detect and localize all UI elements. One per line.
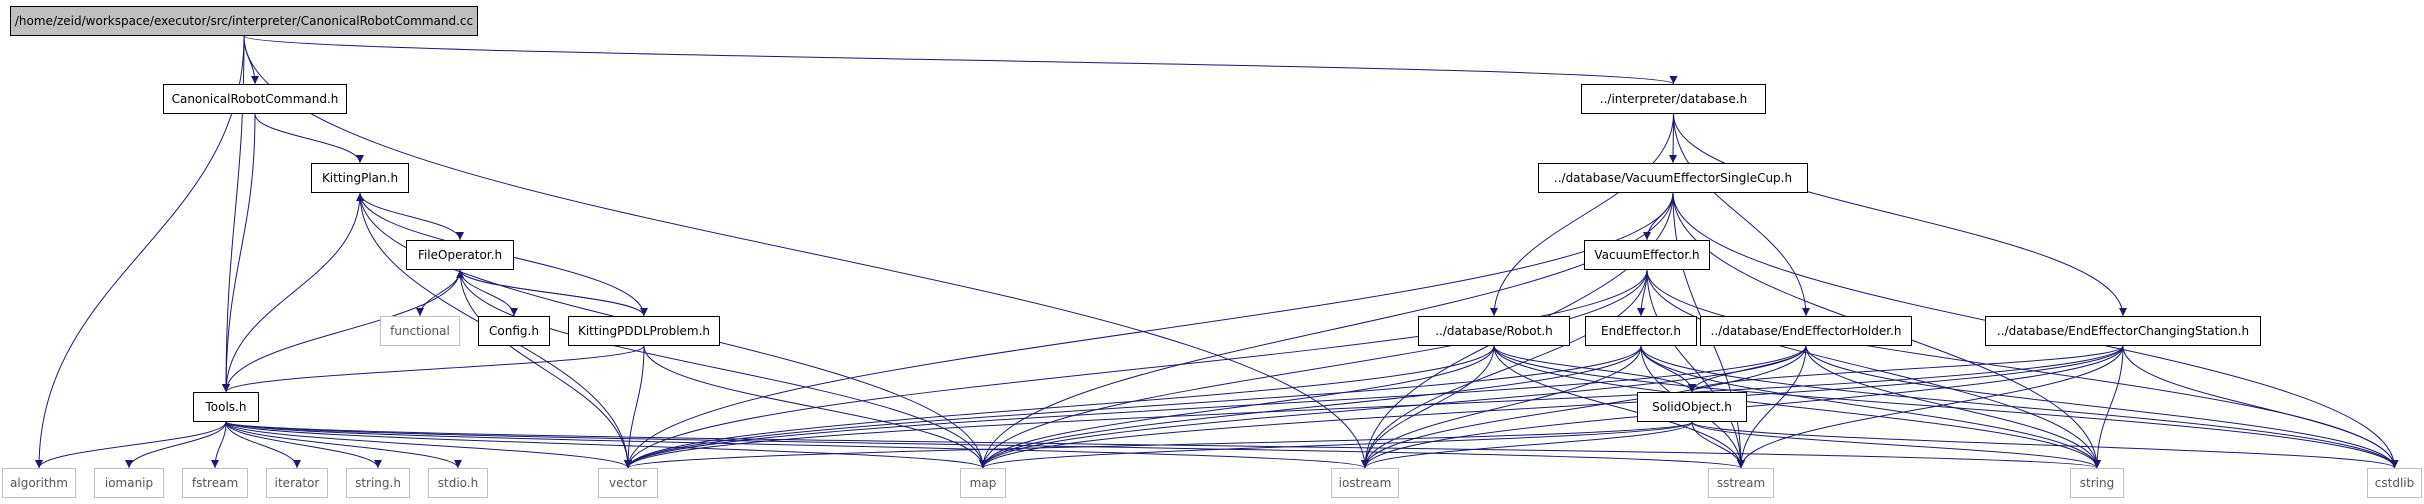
edge-eecs-to-solid_object xyxy=(1688,345,2124,393)
edge-eecs-to-vector xyxy=(624,345,2124,469)
stdio-h-header-node[interactable]: stdio.h xyxy=(428,468,488,498)
edge-robot-to-iostream xyxy=(1361,345,1495,469)
edge-eeh-to-vector xyxy=(624,345,1807,469)
edge-solid_object-to-cstdlib xyxy=(1691,421,2399,469)
edge-crc_h-to-tools xyxy=(222,113,256,393)
edge-kitting_plan-to-file_operator xyxy=(359,192,464,241)
edge-solid_object-to-string xyxy=(1691,421,2101,469)
iterator-header-node[interactable]: iterator xyxy=(266,468,328,498)
edge-solid_object-to-map xyxy=(979,421,1693,469)
edge-tools-to-string xyxy=(225,421,2101,469)
edge-kitting_pddl-to-vector xyxy=(624,345,645,469)
cstdlib-header-node[interactable]: cstdlib xyxy=(2367,468,2422,498)
edge-robot-to-vector xyxy=(624,345,1495,469)
edge-eeh-to-sstream xyxy=(1737,345,1807,469)
edge-file_operator-to-map xyxy=(459,269,987,469)
iomanip-header-node[interactable]: iomanip xyxy=(94,468,164,498)
edge-tools-to-iostream xyxy=(225,421,1369,469)
edge-tools-to-iomanip xyxy=(125,421,227,469)
vector-header-node[interactable]: vector xyxy=(598,468,658,498)
edge-file_operator-to-functional xyxy=(416,269,461,317)
config-h-node[interactable]: Config.h xyxy=(478,316,550,346)
edge-file_operator-to-tools xyxy=(222,269,461,393)
edge-solid_object-to-iostream xyxy=(1361,421,1693,469)
canonical-robot-command-h-node[interactable]: CanonicalRobotCommand.h xyxy=(163,84,347,114)
edge-eeh-to-iostream xyxy=(1361,345,1807,469)
edge-end_effector-to-vector xyxy=(624,345,1642,469)
edge-eeh-to-cstdlib xyxy=(1805,345,2399,469)
file-operator-h-node[interactable]: FileOperator.h xyxy=(406,240,514,270)
edge-db_h-to-robot xyxy=(1490,113,1674,317)
edge-tools-to-iterator xyxy=(225,421,301,469)
vacuum-effector-single-cup-h-node[interactable]: ../database/VacuumEffectorSingleCup.h xyxy=(1538,163,1808,193)
interpreter-database-h-node[interactable]: ../interpreter/database.h xyxy=(1581,84,1766,114)
iostream-header-node[interactable]: iostream xyxy=(1331,468,1399,498)
edge-db_h-to-eeh xyxy=(1673,113,1810,317)
edge-crc_h-to-kitting_plan xyxy=(254,113,364,164)
edge-end_effector-to-string xyxy=(1640,345,2101,469)
end-effector-holder-h-node[interactable]: ../database/EndEffectorHolder.h xyxy=(1700,316,1912,346)
fstream-header-node[interactable]: fstream xyxy=(182,468,248,498)
edge-vacuum_effector-to-string xyxy=(1646,269,2101,469)
edge-eecs-to-sstream xyxy=(1737,345,2124,469)
tools-h-node[interactable]: Tools.h xyxy=(193,392,259,422)
edge-tools-to-string_h xyxy=(225,421,382,469)
edge-eecs-to-cstdlib xyxy=(2122,345,2399,469)
edge-vacuum_effector-to-map xyxy=(979,269,1648,469)
edge-tools-to-stdio_h xyxy=(225,421,462,469)
end-effector-changing-station-h-node[interactable]: ../database/EndEffectorChangingStation.h xyxy=(1985,316,2261,346)
edge-root-to-db_h xyxy=(243,35,1677,85)
end-effector-h-node[interactable]: EndEffector.h xyxy=(1585,316,1697,346)
vacuum-effector-h-node[interactable]: VacuumEffector.h xyxy=(1584,240,1710,270)
edge-eeh-to-map xyxy=(979,345,1807,469)
kitting-plan-h-node[interactable]: KittingPlan.h xyxy=(311,163,409,193)
algorithm-header-node[interactable]: algorithm xyxy=(2,468,76,498)
edge-kitting_pddl-to-tools xyxy=(222,345,645,393)
edge-tools-to-vector xyxy=(225,421,632,469)
map-header-node[interactable]: map xyxy=(960,468,1006,498)
database-robot-h-node[interactable]: ../database/Robot.h xyxy=(1418,316,1570,346)
edge-tools-to-fstream xyxy=(211,421,227,469)
edge-vacuum_effector-to-vector xyxy=(624,269,1648,469)
edge-eecs-to-string xyxy=(2093,345,2124,469)
edge-eeh-to-string xyxy=(1805,345,2101,469)
root-file-node[interactable]: /home/zeid/workspace/executor/src/interp… xyxy=(10,6,478,36)
edge-root-to-iostream xyxy=(243,35,1369,469)
edge-file_operator-to-vector xyxy=(459,269,632,469)
edge-kitting_pddl-to-file_operator xyxy=(456,269,645,317)
edge-tools-to-algorithm xyxy=(35,421,227,469)
edge-robot-to-string xyxy=(1493,345,2101,469)
edge-vacuum_effector-to-sstream xyxy=(1646,269,1745,469)
edge-robot-to-cstdlib xyxy=(1493,345,2399,469)
edge-db_h-to-eecs xyxy=(1673,113,2127,317)
sstream-header-node[interactable]: sstream xyxy=(1708,468,1774,498)
edge-kitting_plan-to-tools xyxy=(222,192,361,393)
edge-kitting_pddl-to-map xyxy=(643,345,987,469)
edge-tools-to-map xyxy=(225,421,987,469)
kitting-pddl-problem-h-node[interactable]: KittingPDDLProblem.h xyxy=(568,316,720,346)
string-h-header-node[interactable]: string.h xyxy=(346,468,410,498)
edge-vacuum_effector-to-iostream xyxy=(1361,269,1648,469)
edge-robot-to-solid_object xyxy=(1493,345,1696,393)
edge-robot-to-map xyxy=(979,345,1495,469)
solid-object-h-node[interactable]: SolidObject.h xyxy=(1637,392,1747,422)
edge-tools-to-sstream xyxy=(225,421,1745,469)
edge-end_effector-to-map xyxy=(979,345,1642,469)
edge-end_effector-to-cstdlib xyxy=(1640,345,2399,469)
functional-header-node[interactable]: functional xyxy=(380,316,460,346)
string-header-node[interactable]: string xyxy=(2070,468,2124,498)
edge-robot-to-sstream xyxy=(1493,345,1745,469)
